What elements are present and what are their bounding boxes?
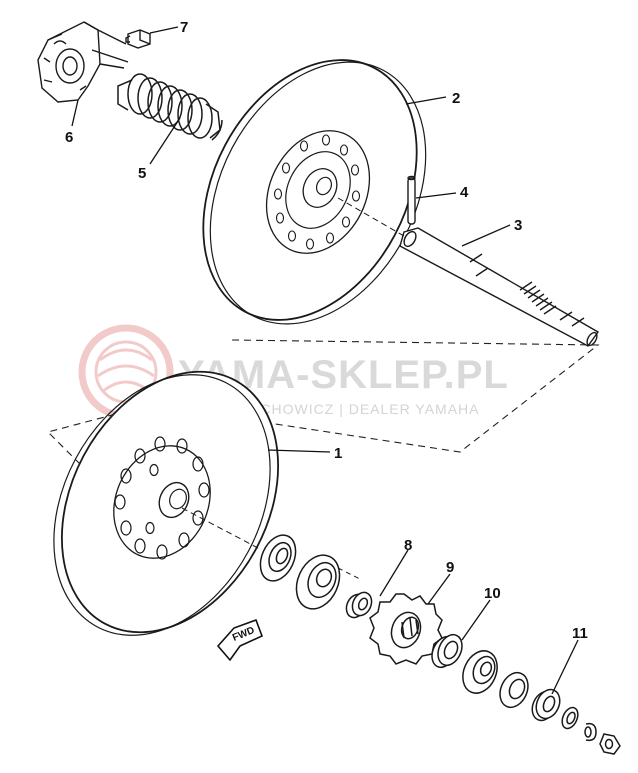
part-primary-sheave bbox=[53, 370, 279, 636]
callout-6: 6 bbox=[65, 129, 73, 146]
part-sprocket bbox=[369, 593, 443, 665]
callout-2: 2 bbox=[452, 90, 460, 107]
leader-lines bbox=[71, 26, 579, 695]
callout-5: 5 bbox=[138, 165, 146, 182]
part-spring-seat bbox=[37, 21, 129, 103]
callout-9: 9 bbox=[446, 559, 454, 576]
callout-11: 11 bbox=[572, 625, 588, 642]
part-nut-assembly bbox=[531, 688, 621, 755]
callout-labels: 1 2 3 4 5 6 7 8 9 10 11 bbox=[65, 19, 588, 642]
callout-1: 1 bbox=[334, 445, 342, 462]
part-outer-bearing bbox=[462, 650, 498, 694]
part-compression-spring bbox=[117, 73, 223, 141]
part-primary-shaft bbox=[337, 197, 600, 347]
part-oil-seal bbox=[259, 534, 297, 582]
callout-4: 4 bbox=[460, 184, 469, 201]
part-bearing bbox=[295, 554, 363, 610]
part-collar-lower bbox=[431, 633, 463, 669]
part-weight bbox=[125, 29, 151, 49]
callout-7: 7 bbox=[180, 19, 188, 36]
part-collar-upper bbox=[345, 591, 373, 619]
watermark-subtitle: WOJCIECHOWICZ | DEALER YAMAHA bbox=[200, 401, 479, 417]
callout-10: 10 bbox=[484, 585, 501, 602]
callout-3: 3 bbox=[514, 217, 522, 234]
fwd-direction-marker: FWD bbox=[216, 618, 264, 662]
part-spacer bbox=[499, 671, 529, 709]
part-secondary-sheave bbox=[202, 59, 427, 325]
part-pin bbox=[407, 175, 416, 225]
arrow-left-icon bbox=[216, 618, 264, 662]
callout-8: 8 bbox=[404, 537, 412, 554]
